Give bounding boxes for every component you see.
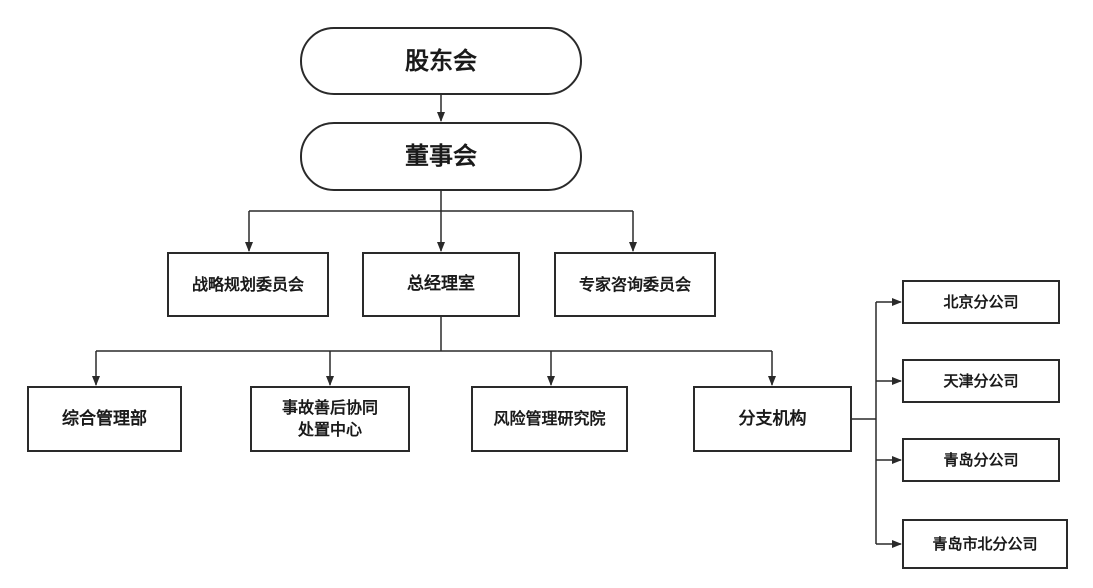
node-board-of-directors: 董事会 <box>300 122 582 191</box>
node-label: 北京分公司 <box>943 292 1019 311</box>
node-label: 股东会 <box>405 46 477 75</box>
node-label: 战略规划委员会 <box>191 274 304 294</box>
node-strategy-committee: 战略规划委员会 <box>167 252 329 317</box>
node-label: 天津分公司 <box>943 371 1019 390</box>
node-accident-response-center: 事故善后协同 处置中心 <box>250 386 410 452</box>
node-label: 分支机构 <box>738 408 807 429</box>
node-admin-department: 综合管理部 <box>27 386 182 452</box>
node-label: 专家咨询委员会 <box>578 274 691 294</box>
node-expert-committee: 专家咨询委员会 <box>554 252 716 317</box>
node-tianjin-branch: 天津分公司 <box>902 359 1060 403</box>
node-label: 总经理室 <box>407 274 475 295</box>
node-label: 青岛分公司 <box>943 450 1019 469</box>
node-label-line2: 处置中心 <box>297 420 362 439</box>
node-branch-offices: 分支机构 <box>693 386 852 452</box>
node-label: 青岛市北分公司 <box>932 534 1038 553</box>
node-qingdao-branch: 青岛分公司 <box>902 438 1060 482</box>
node-label: 董事会 <box>405 142 477 171</box>
node-label: 综合管理部 <box>62 408 147 429</box>
node-beijing-branch: 北京分公司 <box>902 280 1060 324</box>
node-risk-institute: 风险管理研究院 <box>471 386 628 452</box>
node-label-line1: 事故善后协同 <box>281 398 378 418</box>
node-label: 风险管理研究院 <box>493 409 606 429</box>
node-shareholders-meeting: 股东会 <box>300 27 582 95</box>
node-general-manager-office: 总经理室 <box>362 252 520 317</box>
node-qingdao-shibei-branch: 青岛市北分公司 <box>902 519 1068 569</box>
